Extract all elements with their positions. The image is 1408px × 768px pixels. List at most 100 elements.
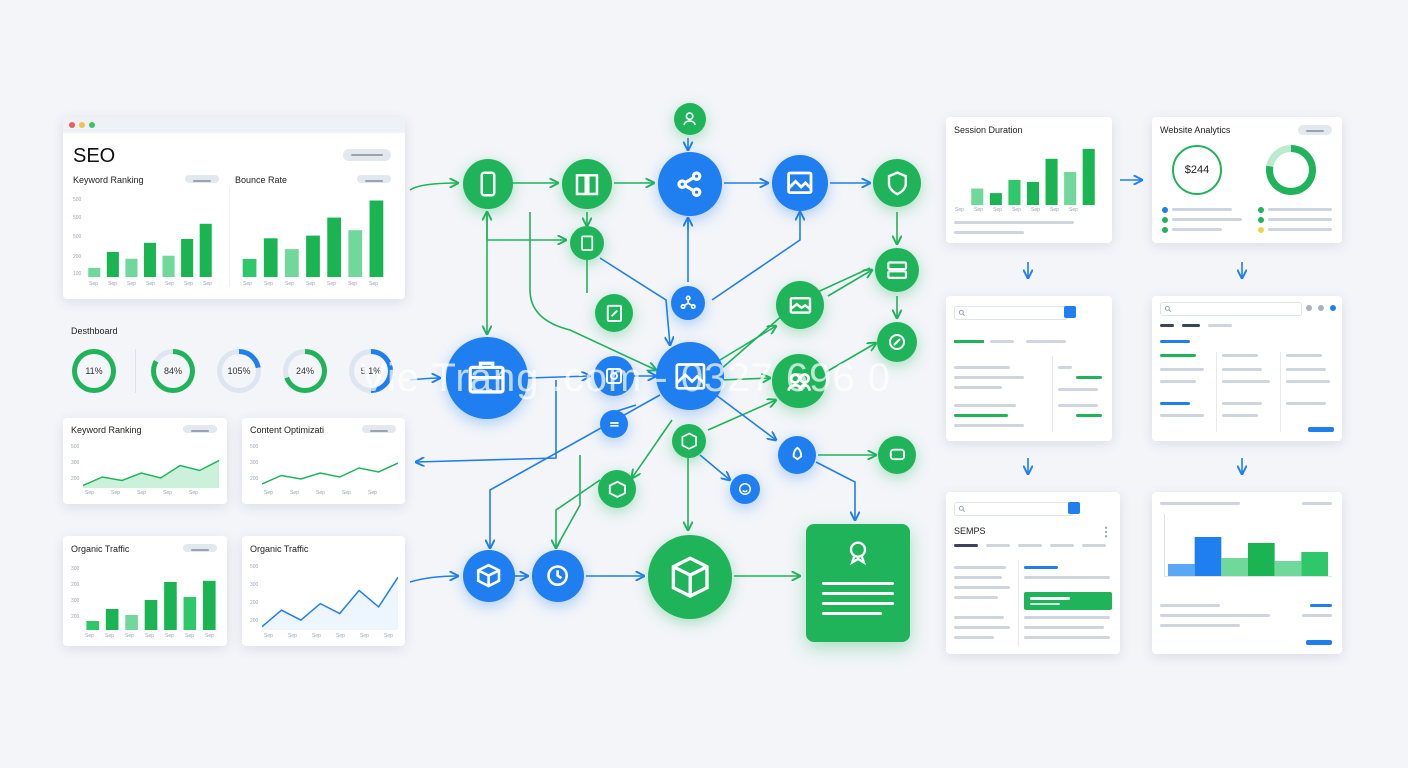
smile-icon <box>739 483 751 495</box>
nav-link[interactable] <box>1182 324 1200 327</box>
tab[interactable] <box>1082 544 1106 547</box>
text-line <box>954 221 1074 224</box>
x-tick: Sep <box>189 490 198 496</box>
close-dot[interactable] <box>69 122 75 128</box>
keyword-area-chart <box>83 459 219 488</box>
content-line-chart <box>262 462 398 485</box>
smile-node[interactable] <box>730 474 760 504</box>
col-header <box>1160 354 1196 357</box>
box-node[interactable] <box>598 470 636 508</box>
menu-dot[interactable] <box>1330 305 1336 311</box>
x-tick: Sep <box>165 633 174 639</box>
nav-link[interactable] <box>1160 340 1190 343</box>
report-card[interactable] <box>806 524 910 642</box>
tab-active[interactable] <box>954 340 984 343</box>
shield-node[interactable] <box>873 159 921 207</box>
search-input[interactable] <box>954 306 1068 320</box>
zoom-dot[interactable] <box>89 122 95 128</box>
summary-bar-chart <box>1168 537 1328 576</box>
network-node[interactable] <box>671 286 705 320</box>
book-node[interactable] <box>562 159 612 209</box>
bounce-filter-pill[interactable] <box>357 175 391 183</box>
report-line <box>822 612 882 615</box>
photo-node[interactable] <box>594 356 634 396</box>
highlight-row[interactable] <box>1024 592 1112 610</box>
bar <box>86 621 100 630</box>
minimize-dot[interactable] <box>79 122 85 128</box>
row-line <box>1024 636 1110 639</box>
edit-icon <box>606 304 622 322</box>
search-icon <box>1164 305 1172 313</box>
bar <box>1301 552 1328 576</box>
x-tick: Sep <box>288 633 297 639</box>
x-tick: Sep <box>360 633 369 639</box>
nav-link[interactable] <box>1160 324 1174 327</box>
tab[interactable] <box>1026 340 1066 343</box>
row-line <box>1302 614 1332 617</box>
nav-link[interactable] <box>1208 324 1232 327</box>
menu-icon <box>609 421 619 427</box>
area-fill <box>83 460 219 488</box>
big-cube-node[interactable] <box>648 535 732 619</box>
bar <box>88 267 101 277</box>
filter-pill[interactable] <box>1298 125 1332 135</box>
filter-pill[interactable] <box>343 149 391 161</box>
tab[interactable] <box>990 340 1014 343</box>
card-title: Session Duration <box>954 125 1023 135</box>
x-tick: Sep <box>974 207 983 213</box>
menu-node[interactable] <box>600 410 628 438</box>
server-node[interactable] <box>875 248 919 292</box>
menu-dot[interactable] <box>1318 305 1324 311</box>
x-tick: Sep <box>384 633 393 639</box>
tag-node[interactable] <box>877 322 917 362</box>
action-button[interactable] <box>1306 640 1332 645</box>
y-tick: 200 <box>250 618 259 624</box>
mobile-node[interactable] <box>463 159 513 209</box>
x-tick: Sep <box>368 490 377 496</box>
chat-node[interactable] <box>878 436 916 474</box>
row-line <box>1058 404 1098 407</box>
tab[interactable] <box>986 544 1010 547</box>
tab[interactable] <box>1018 544 1042 547</box>
bar <box>327 217 342 277</box>
clock-node[interactable] <box>532 550 584 602</box>
image-node[interactable] <box>772 155 828 211</box>
search-input[interactable] <box>1160 302 1302 316</box>
y-tick: 500 <box>73 234 82 240</box>
search-icon <box>958 309 966 317</box>
more-icon[interactable] <box>1104 526 1108 538</box>
keyword-filter-pill[interactable] <box>185 175 219 183</box>
tab[interactable] <box>954 544 978 547</box>
bar <box>143 242 157 277</box>
hub-node[interactable] <box>656 342 724 410</box>
x-tick: Sep <box>184 281 193 287</box>
share-node[interactable] <box>658 152 722 216</box>
filter-pill[interactable] <box>362 425 396 433</box>
rocket-node[interactable] <box>778 436 816 474</box>
filter-pill[interactable] <box>183 425 217 433</box>
cube-node[interactable] <box>672 424 706 458</box>
edit-node[interactable] <box>595 294 633 332</box>
divider <box>1052 356 1053 432</box>
search-button[interactable] <box>1064 306 1076 318</box>
legend-line <box>1172 208 1232 211</box>
row-line <box>954 576 1002 579</box>
doc-node[interactable] <box>570 226 604 260</box>
row-line <box>954 626 1010 629</box>
menu-dot[interactable] <box>1306 305 1312 311</box>
row-line <box>1160 624 1240 627</box>
ring-value: 11% <box>77 354 111 388</box>
briefcase-node[interactable] <box>446 337 528 419</box>
filter-pill[interactable] <box>183 544 217 552</box>
row-green <box>1076 376 1102 379</box>
gallery-node[interactable] <box>776 281 824 329</box>
tab[interactable] <box>1050 544 1074 547</box>
user-node[interactable] <box>674 103 706 135</box>
package-node[interactable] <box>463 550 515 602</box>
action-button[interactable] <box>1308 427 1334 432</box>
search-button[interactable] <box>1068 502 1080 514</box>
team-node[interactable] <box>772 354 826 408</box>
phone-icon <box>480 171 496 197</box>
y-tick: 100 <box>73 271 82 277</box>
search-input[interactable] <box>954 502 1074 516</box>
